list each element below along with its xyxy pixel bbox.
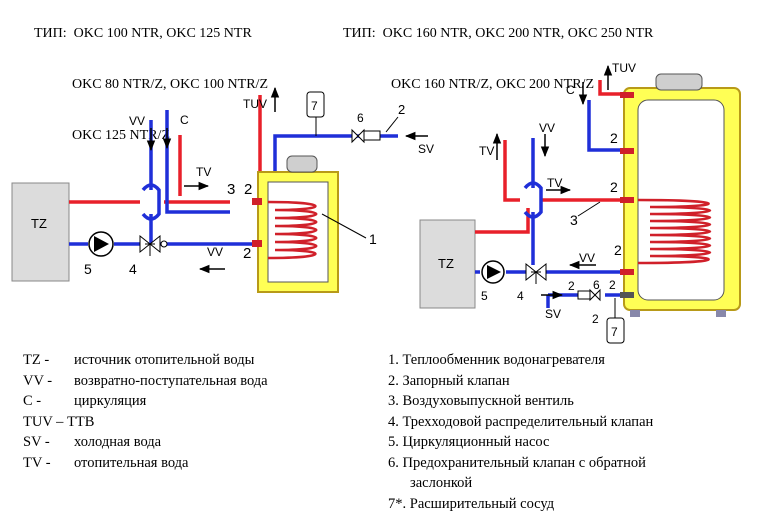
right-stub-tv [620,197,634,203]
legend-left-row: TUV – ТТВ [23,412,268,433]
legend-right-item: 4. Трехходовой распределительный клапан [388,412,653,433]
right-stub-sv [620,292,634,298]
right-label-3: 3 [570,212,578,228]
left-label-2c: 2 [243,245,251,262]
left-label-sv: SV [418,142,434,156]
right-label-2d: 2 [568,279,575,293]
legend-code: TV - [23,453,74,474]
left-label-4: 4 [129,261,137,277]
left-label-vv-top: VV [129,114,145,128]
right-label-vv-bottom: VV [579,251,595,265]
left-label-c: C [180,113,189,127]
legend-left: TZ -источник отопительной воды VV -возвр… [23,350,268,473]
legend-code: TUV – ТТВ [23,412,94,433]
left-label-2a: 2 [398,102,405,117]
right-label-2b: 2 [610,179,618,195]
right-stub-vv [620,269,634,275]
legend-left-row: SV -холодная вода [23,432,268,453]
right-label-c: C [566,83,575,97]
right-tank-foot-2 [716,310,726,317]
right-three-way-valve [526,264,546,284]
heating-schematic: TZ 7 6 2 [0,0,761,350]
left-tank-inner [268,182,328,282]
legend-right-item: 1. Теплообменник водонагревателя [388,350,653,371]
legend-code: VV - [23,371,74,392]
tz-label: TZ [31,216,47,231]
left-label-tuv: TUV [243,97,267,111]
right-label-6: 6 [593,278,600,292]
legend-code: TZ - [23,350,74,371]
legend-left-row: TZ -источник отопительной воды [23,350,268,371]
legend-left-row: C -циркуляция [23,391,268,412]
legend-left-row: TV -отопительная вода [23,453,268,474]
left-label-vv-bottom: VV [207,245,223,259]
right-label-tv: TV [547,176,562,190]
legend-right-item: 7*. Расширительный сосуд [388,494,653,514]
left-label-tv: TV [196,165,211,179]
legend-text: отопительная вода [74,453,188,474]
left-tank-stub-1 [252,198,262,205]
legend-left-row: VV -возвратно-поступательная вода [23,371,268,392]
legend-code: C - [23,391,74,412]
right-tz-label: TZ [438,256,454,271]
legend-right: 1. Теплообменник водонагревателя 2. Запо… [388,350,653,514]
right-label-2c: 2 [614,242,622,258]
legend-right-item: 2. Запорный клапан [388,371,653,392]
legend-code: SV - [23,432,74,453]
right-tuv-pipe [600,80,620,94]
left-tank-stub-2 [252,240,262,247]
right-label-vv-top: VV [539,121,555,135]
right-label-sv: SV [545,307,561,321]
right-label-7: 7 [611,325,618,339]
left-label-2a-leader [386,117,398,132]
right-label-2e: 2 [609,278,616,292]
left-valve-knob [161,241,167,247]
legend-text: циркуляция [74,391,146,412]
left-label-7: 7 [311,99,318,113]
left-schematic: TZ 7 6 2 [12,88,434,292]
right-label-tv-left: TV [479,144,494,158]
legend-right-item: 6. Предохранительный клапан с обратной [388,453,653,474]
right-label-2f: 2 [592,312,599,326]
right-stub-top [620,92,634,98]
right-tz-supply [475,208,528,232]
right-stub-c [620,148,634,154]
right-tank-foot-1 [630,310,640,317]
legend-text: холодная вода [74,432,161,453]
legend-text: возвратно-поступательная вода [74,371,268,392]
right-schematic: TZ 7 [420,61,740,343]
legend-right-item-cont: заслонкой [388,473,653,494]
tz-source-box [12,183,69,281]
right-label-3-leader [578,202,600,216]
vv-crossover [143,185,159,219]
right-label-4: 4 [517,289,524,303]
left-label-6: 6 [357,111,364,125]
left-tank-cap [287,156,317,172]
right-label-2a: 2 [610,130,618,146]
left-label-1: 1 [369,231,377,247]
legend-right-item: 3. Воздуховыпускной вентиль [388,391,653,412]
blue-riser-c [167,110,230,212]
right-tank-cap [656,74,702,90]
left-label-2b: 2 [244,181,252,198]
legend-right-item: 5. Циркуляционный насос [388,432,653,453]
left-safety-valve [352,130,380,142]
right-label-tuv: TUV [612,61,636,75]
left-label-3: 3 [227,181,235,198]
right-label-5: 5 [481,289,488,303]
left-label-5: 5 [84,261,92,277]
legend-text: источник отопительной воды [74,350,254,371]
